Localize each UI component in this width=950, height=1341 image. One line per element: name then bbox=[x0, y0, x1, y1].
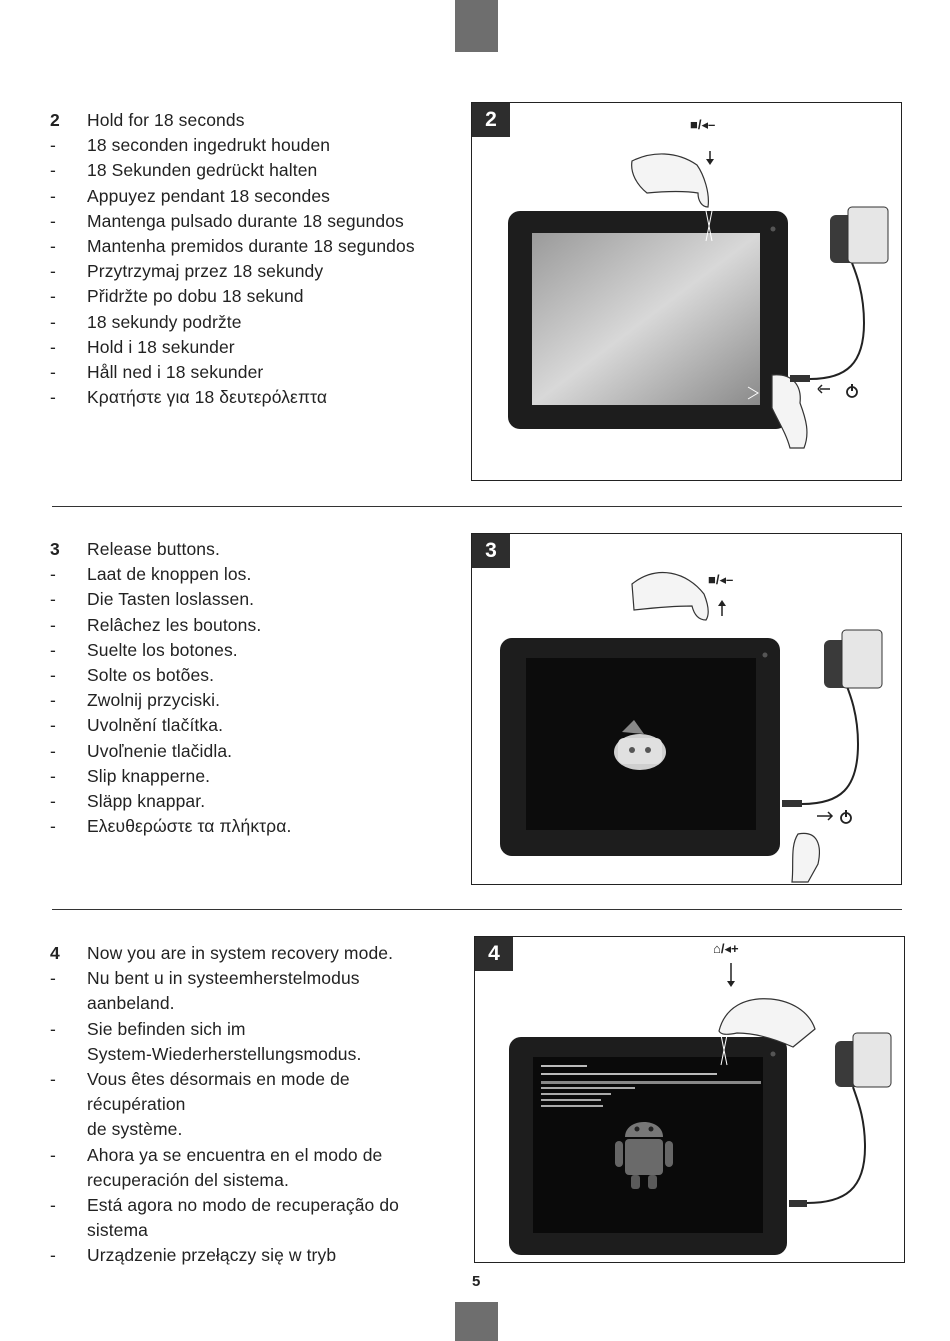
charger-plug bbox=[790, 375, 810, 382]
instruction-line: -Przytrzymaj przez 18 sekundy bbox=[50, 261, 324, 282]
instruction-line: -Sie befinden sich im System-Wiederherst… bbox=[50, 1018, 362, 1064]
instruction-line: -Suelte los botones. bbox=[50, 639, 238, 660]
recovery-menu bbox=[541, 1065, 761, 1107]
right-arrow-icon bbox=[817, 811, 834, 821]
section-divider bbox=[52, 506, 902, 507]
finger-icon bbox=[718, 998, 816, 1048]
instruction-line: -18 Sekunden gedrückt halten bbox=[50, 160, 318, 181]
charger-plug bbox=[782, 800, 802, 807]
charger-cable bbox=[806, 1086, 867, 1204]
instruction-line: -18 seconden ingedrukt houden bbox=[50, 135, 331, 156]
instruction-line: -Ahora ya se encuentra en el modo de rec… bbox=[50, 1144, 383, 1190]
camera-icon bbox=[770, 1051, 776, 1057]
finger-icon bbox=[631, 571, 709, 621]
button-combo-label: ⌂/◂+ bbox=[713, 941, 739, 956]
figure-step-4: 4 ⌂/◂+ bbox=[474, 936, 905, 1263]
instruction-line: -Přidržte po dobu 18 sekund bbox=[50, 286, 304, 307]
arrow-head-icon bbox=[727, 981, 735, 987]
instruction-line: -Nu bent u in systeemherstelmodus aanbel… bbox=[50, 968, 360, 1014]
figure-label: 3 bbox=[472, 534, 510, 568]
page-tab-bottom bbox=[455, 1302, 498, 1341]
left-arrow-icon bbox=[817, 384, 830, 394]
hand-icon bbox=[791, 832, 820, 883]
press-indicator-icon bbox=[720, 1034, 728, 1066]
camera-icon bbox=[770, 226, 776, 232]
instruction-line: -Zwolnij przyciski. bbox=[50, 690, 221, 711]
instruction-line: -Vous êtes désormais en mode de récupéra… bbox=[50, 1069, 350, 1140]
camera-icon bbox=[762, 652, 768, 658]
instruction-line: -Relâchez les boutons. bbox=[50, 614, 262, 635]
figure-label: 4 bbox=[475, 937, 513, 971]
arrow-head-icon bbox=[706, 159, 714, 165]
button-combo-label: ■/◂– bbox=[690, 117, 716, 132]
instruction-line: -Uvolnění tlačítka. bbox=[50, 715, 224, 736]
press-indicator-icon bbox=[705, 210, 713, 242]
instruction-line: -Urządzenie przełączy się w tryb bbox=[50, 1245, 337, 1266]
wall-outlet bbox=[841, 629, 883, 689]
instruction-line: -Appuyez pendant 18 secondes bbox=[50, 185, 331, 206]
instruction-line: -Håll ned i 18 sekunder bbox=[50, 362, 264, 383]
figure-label: 2 bbox=[472, 103, 510, 137]
hand-icon bbox=[771, 374, 808, 449]
side-press-indicator-icon bbox=[747, 386, 759, 400]
section-divider bbox=[52, 909, 902, 910]
instruction-line: -Uvoľnenie tlačidla. bbox=[50, 740, 233, 761]
android-robot-icon bbox=[614, 720, 666, 770]
instruction-line: -Hold i 18 sekunder bbox=[50, 336, 235, 357]
instruction-line: -Mantenga pulsado durante 18 segundos bbox=[50, 210, 404, 231]
instruction-line: -Laat de knoppen los. bbox=[50, 564, 252, 585]
figure-step-2: 2 ■/◂– bbox=[471, 102, 902, 481]
arrow-head-icon bbox=[718, 600, 726, 606]
instruction-line: -Die Tasten loslassen. bbox=[50, 589, 255, 610]
wall-outlet bbox=[852, 1032, 892, 1088]
instruction-line: -Ελευθερώστε τα πλήκτρα. bbox=[50, 816, 292, 837]
wall-outlet bbox=[847, 206, 889, 264]
tablet-illustration bbox=[508, 151, 889, 449]
android-robot-icon bbox=[615, 1122, 673, 1189]
finger-icon bbox=[631, 153, 709, 208]
charger-cable bbox=[801, 683, 860, 805]
instruction-line: -18 sekundy podržte bbox=[50, 311, 242, 332]
instruction-line: -Está agora no modo de recuperação do si… bbox=[50, 1195, 400, 1241]
page-number: 5 bbox=[472, 1273, 481, 1290]
instruction-line: -Solte os botões. bbox=[50, 665, 215, 686]
charger-cable bbox=[809, 262, 866, 380]
tablet-illustration bbox=[509, 963, 892, 1255]
figure-step-3: 3 ■/◂– bbox=[471, 533, 902, 885]
tablet-screen bbox=[532, 233, 760, 405]
instruction-line: -Slip knapperne. bbox=[50, 765, 211, 786]
button-combo-label: ■/◂– bbox=[708, 572, 734, 587]
instruction-line: -Κρατήστε για 18 δευτερόλεπτα bbox=[50, 387, 328, 408]
instruction-line: -Släpp knappar. bbox=[50, 791, 206, 812]
tablet-illustration bbox=[500, 571, 883, 883]
page-tab-top bbox=[455, 0, 498, 52]
instruction-line: -Mantenha premidos durante 18 segundos bbox=[50, 236, 415, 257]
charger-plug bbox=[789, 1200, 807, 1207]
